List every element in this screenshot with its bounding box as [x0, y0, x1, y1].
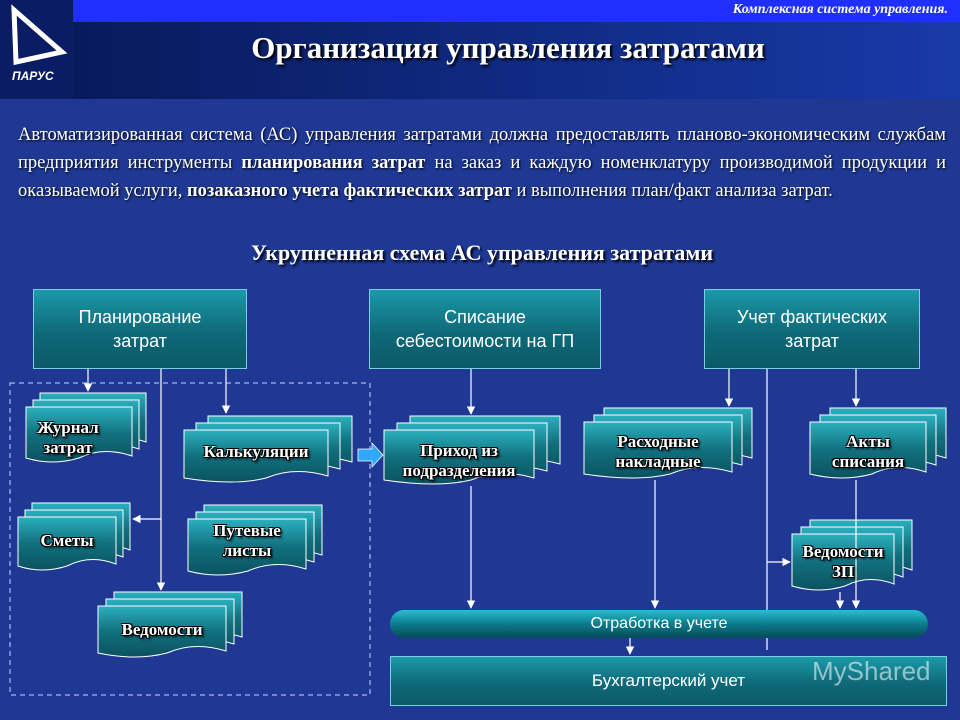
- doc-stack-expense: [583, 407, 753, 479]
- intro-text-1: Автоматизированная система (АС) управлен…: [18, 125, 946, 173]
- header-caption: Комплексная система управления.: [732, 2, 948, 17]
- accounting-bar: Бухгалтерский учет: [390, 656, 947, 706]
- doc-expense-label: Расходные накладные: [615, 432, 701, 471]
- doc-stack-payroll: [791, 519, 913, 591]
- connectors: [83, 368, 861, 655]
- doc-calculations-label: Калькуляции: [203, 442, 309, 461]
- doc-statements-label: Ведомости: [121, 620, 203, 639]
- box-write-off: Списание себестоимости на ГП: [369, 289, 601, 369]
- doc-stack-receipt: [383, 415, 561, 485]
- intro-text-3: и выполнения план/факт анализа затрат.: [511, 181, 833, 201]
- intro-bold-2: позаказного учета фактических затрат: [186, 181, 512, 201]
- top-bar: Комплексная система управления.: [73, 0, 960, 22]
- watermark: MyShared: [812, 656, 931, 686]
- doc-acts-label: Акты списания: [831, 432, 905, 471]
- logo-sail-icon: [11, 4, 68, 66]
- doc-stack-estimates: [17, 502, 131, 571]
- doc-receipt-label: Приход из подразделения: [402, 441, 516, 480]
- logo-text: ПАРУС: [12, 69, 54, 83]
- doc-waybills-label: Путевые листы: [213, 521, 281, 560]
- planning-group-frame: [9, 382, 371, 696]
- doc-payroll-label: Ведомости ЗП: [802, 542, 884, 581]
- page-title: Организация управления затратами: [251, 30, 765, 65]
- processing-bar: Отработка в учете: [390, 610, 928, 638]
- intro-bold-1: планирования затрат: [241, 153, 426, 173]
- diagram-title: Укрупненная схема АС управления затратам…: [250, 240, 714, 265]
- intro-paragraph: Автоматизированная система (АС) управлен…: [18, 121, 946, 205]
- header-band: [73, 22, 960, 99]
- doc-stack-acts: [809, 407, 947, 479]
- block-arrow-icon: [357, 441, 384, 469]
- box-actual-costs: Учет фактических затрат: [704, 289, 920, 369]
- doc-stack-calculations: [183, 415, 353, 483]
- doc-stack-journal: [25, 392, 147, 463]
- doc-stack-statements: [97, 591, 243, 658]
- intro-text-2: на заказ и каждую номенклатуру производи…: [18, 153, 946, 201]
- doc-estimates-label: Сметы: [40, 531, 94, 550]
- box-planning: Планирование затрат: [33, 289, 247, 369]
- doc-journal-label: Журнал затрат: [37, 418, 99, 457]
- logo: ПАРУС: [0, 0, 73, 99]
- doc-stack-waybills: [187, 504, 323, 576]
